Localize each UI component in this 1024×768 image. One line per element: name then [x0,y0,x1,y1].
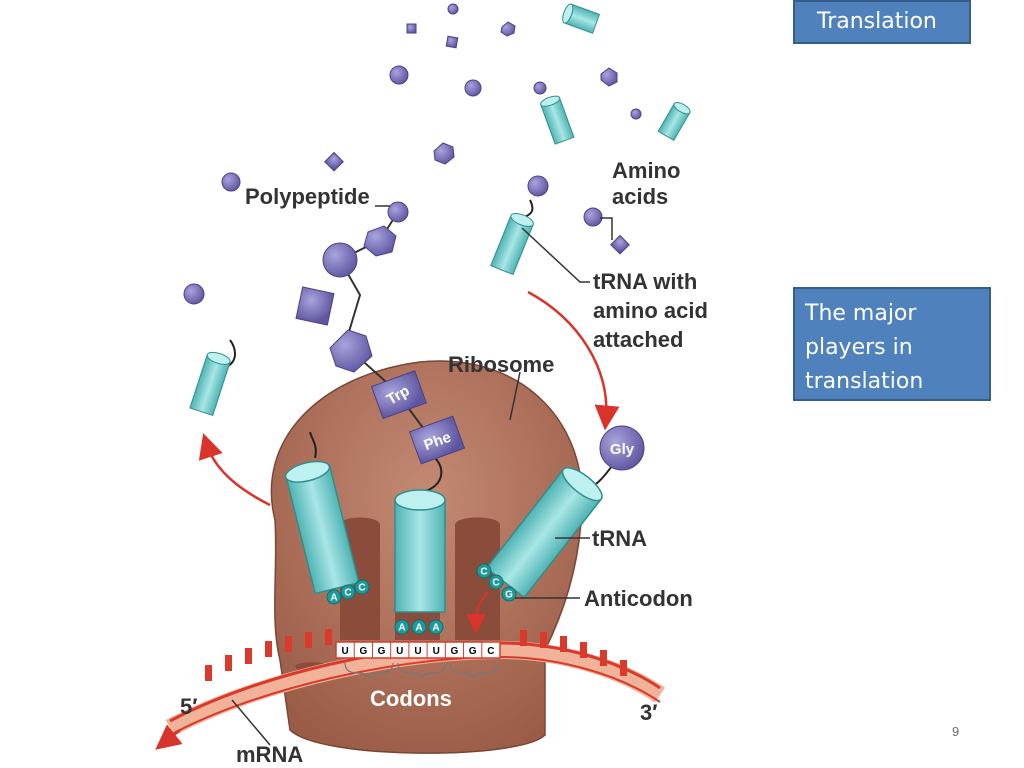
anticodon-left-base: A [330,593,337,604]
slide-title: Translation [793,0,971,44]
anticodon-middle-base-marker [394,619,410,635]
anticodon-left-base: C [344,588,351,599]
page-number: 9 [952,724,960,739]
polypeptide-chain: Trp Phe [295,201,466,465]
anticodon-left-base-marker [340,584,356,600]
anticodon-middle-base-marker [411,619,427,635]
label-five-prime: 5′ [180,694,198,719]
label-amino-acids-line1: Amino [612,158,680,183]
codon-base: C [487,646,494,657]
label-trna: tRNA [592,526,647,551]
codon-pairing-arrow [466,591,489,634]
trna-aminoacyl-site: CCG [476,465,613,602]
anticodon-left-base: C [358,583,365,594]
free-amino-acids [183,3,642,305]
codon-base: G [469,646,477,657]
codon-base: G [359,646,367,657]
amino-acid-gly-group: Gly [599,425,645,471]
label-codons: Codons [370,686,452,711]
amino-acid-gly: Gly [610,441,635,458]
label-trna-attached-line3: attached [593,327,683,352]
anticodon-right-base: G [505,590,513,601]
codon-base: G [451,646,459,657]
anticodon-middle-base: A [415,623,422,634]
label-trna-attached-line1: tRNA with [593,269,697,294]
label-three-prime: 3′ [640,700,658,725]
free-trnas [189,3,691,416]
codon-base: U [414,646,421,657]
incoming-trna-arrow [527,290,620,431]
anticodon-right-base-marker [476,563,492,579]
codon-base: U [433,646,440,657]
anticodon-right-base: C [480,567,487,578]
anticodon-right-base-marker [488,574,504,590]
callout-box: The major players in translation [793,287,991,401]
codon-base: U [341,646,348,657]
leader-lines [231,205,613,746]
label-mrna: mRNA [236,742,303,767]
label-trna-attached-line2: amino acid [593,298,708,323]
anticodon-left-base-marker [354,579,370,595]
exiting-trna-arrow [198,433,271,507]
anticodon-right-base-marker [501,586,517,602]
label-polypeptide: Polypeptide [245,184,370,209]
anticodon-right-base: C [492,578,499,589]
label-anticodon: Anticodon [584,586,693,611]
codon-base: G [378,646,386,657]
anticodon-left-base-marker [326,589,342,605]
label-ribosome: Ribosome [448,352,554,377]
anticodon-middle-base: A [432,623,439,634]
anticodon-middle-base: A [398,623,405,634]
anticodon-middle-base-marker [428,619,444,635]
label-amino-acids-line2: acids [612,184,668,209]
codon-base: U [396,646,403,657]
